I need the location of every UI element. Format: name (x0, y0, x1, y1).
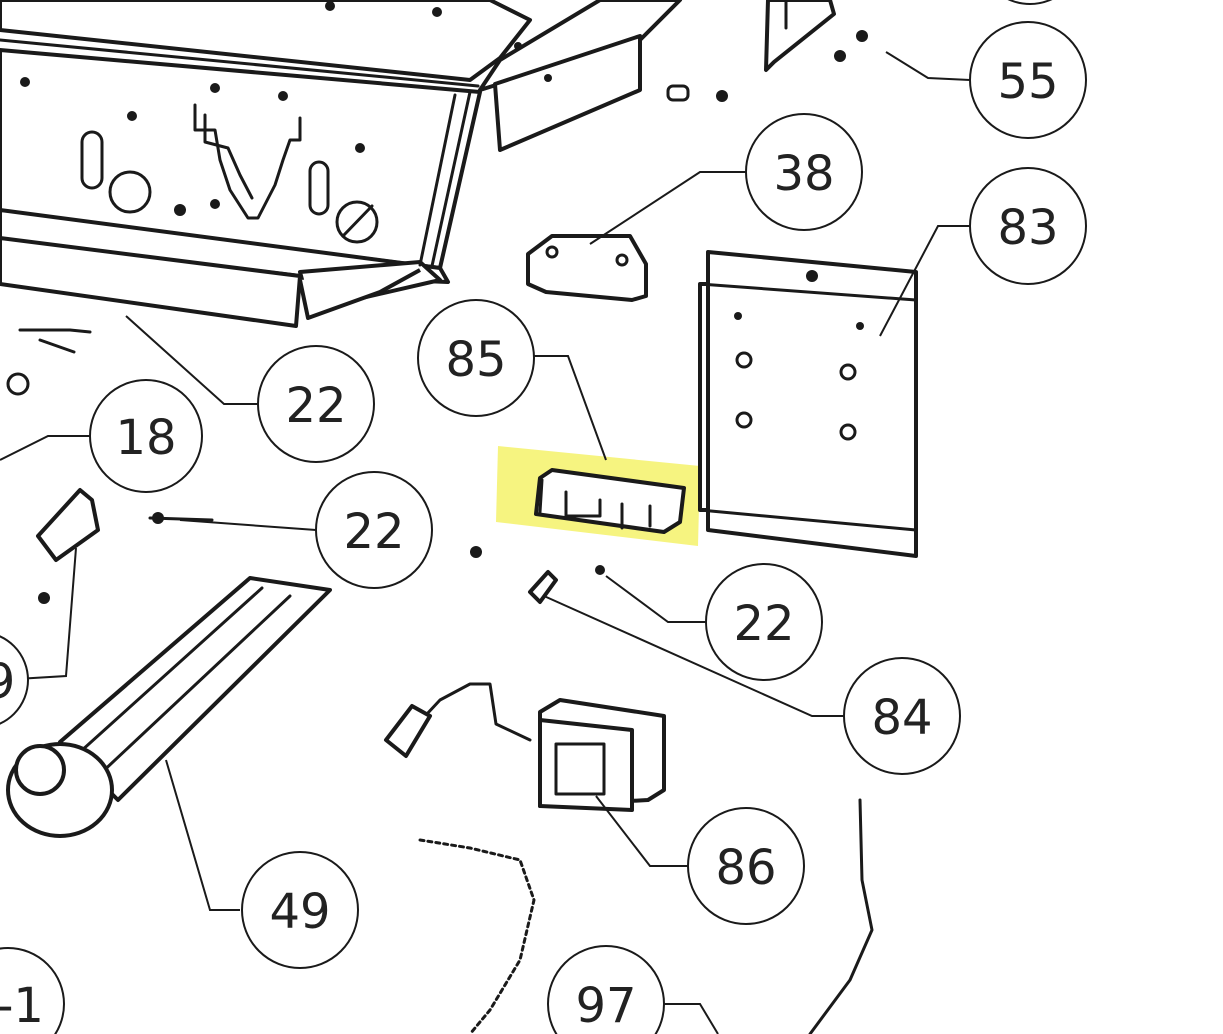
svg-text:97: 97 (575, 978, 636, 1034)
callout-38: 38 (745, 113, 863, 231)
callout-84: 84 (843, 657, 961, 775)
callout-partial-left: 9 (0, 635, 29, 725)
part-84 (528, 570, 558, 604)
callout-55: 55 (969, 21, 1087, 139)
fastener (470, 546, 482, 558)
svg-text:22: 22 (733, 596, 794, 652)
part-49 (6, 576, 332, 838)
callout-22-middle: 22 (315, 471, 433, 589)
callout-41-partial: -1 (0, 947, 65, 1034)
part-85 (534, 468, 686, 534)
fastener (595, 565, 605, 575)
cable-right (808, 798, 874, 1034)
svg-text:38: 38 (773, 146, 834, 202)
svg-text:22: 22 (285, 378, 346, 434)
callout-86: 86 (687, 807, 805, 925)
svg-text:-1: -1 (0, 978, 44, 1034)
svg-text:55: 55 (997, 54, 1058, 110)
callout-85: 85 (417, 299, 535, 417)
frame-assembly (0, 0, 682, 328)
svg-text:85: 85 (445, 332, 506, 388)
bracket-top-right (764, 0, 836, 72)
part-97-wire (418, 838, 536, 1034)
svg-text:9: 9 (0, 654, 15, 710)
svg-text:49: 49 (269, 884, 330, 940)
callout-83: 83 (969, 167, 1087, 285)
callout-97: 97 (547, 945, 665, 1034)
part-38 (526, 234, 648, 302)
svg-text:86: 86 (715, 840, 776, 896)
svg-text:84: 84 (871, 690, 932, 746)
fasteners-top (666, 30, 868, 102)
svg-text:18: 18 (115, 410, 176, 466)
svg-text:22: 22 (343, 504, 404, 560)
svg-text:83: 83 (997, 200, 1058, 256)
part-86 (384, 682, 666, 812)
callout-partial-top (1007, 0, 1053, 5)
callout-18: 18 (89, 379, 203, 493)
callout-22-upper: 22 (257, 345, 375, 463)
callout-22-right: 22 (705, 563, 823, 681)
callout-49: 49 (241, 851, 359, 969)
part-83 (698, 250, 918, 558)
left-small-parts (6, 328, 214, 604)
